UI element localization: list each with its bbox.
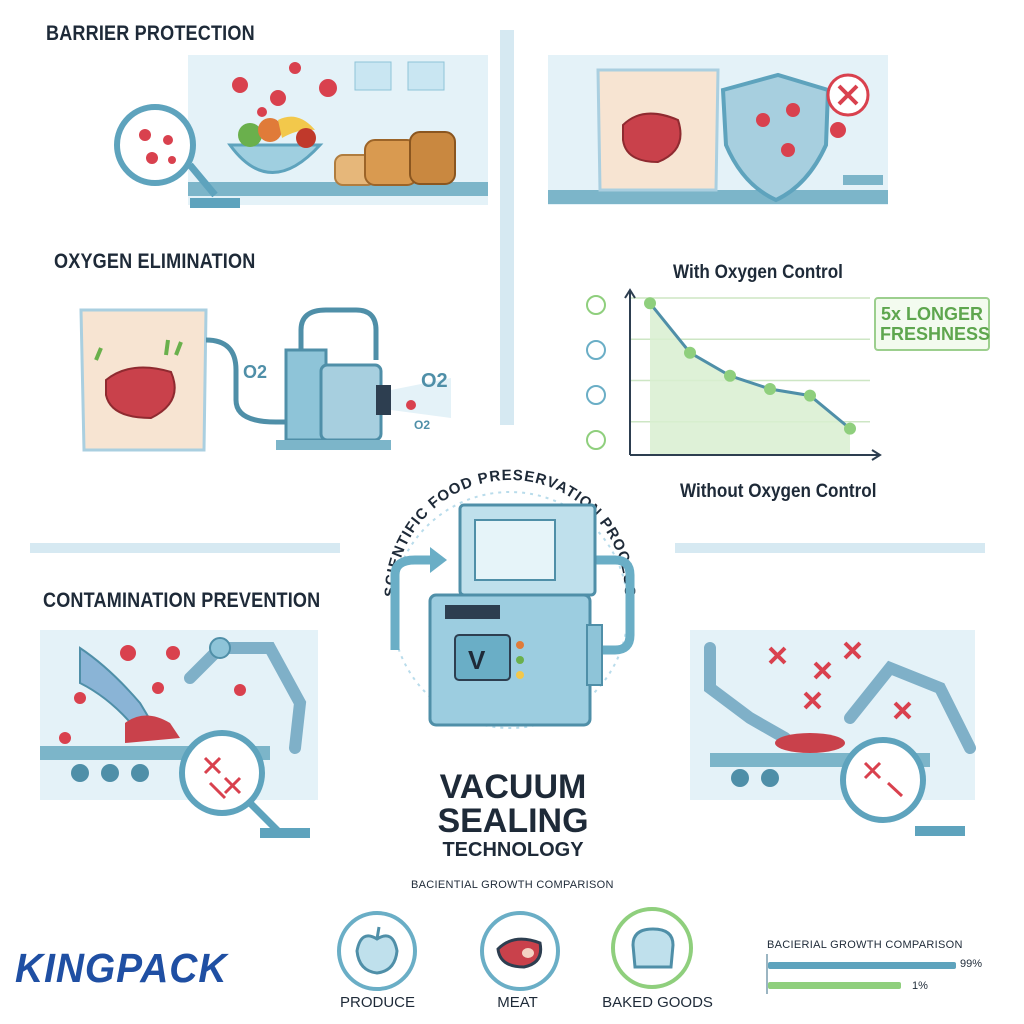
meat-label: MEAT (497, 994, 538, 1011)
title-line-1: VACUUM (439, 768, 587, 806)
data-point (764, 383, 776, 395)
clean-line-illustration (690, 630, 976, 836)
produce-label: PRODUCE (339, 994, 415, 1011)
growth-bar-low-value: 1% (912, 980, 928, 992)
freshness-badge: 5x LONGER FRESHNESS (874, 297, 990, 351)
machine-logo: V (468, 645, 486, 675)
vacuum-pump-illustration (79, 307, 451, 452)
data-point (644, 297, 656, 310)
badge-line-2: FRESHNESS (880, 324, 991, 344)
series-line (648, 302, 851, 430)
apple-icon (355, 926, 399, 975)
data-point (684, 346, 696, 359)
growth-bar-high (768, 962, 957, 969)
area-fill (650, 303, 850, 455)
axis-food-icon (586, 430, 606, 450)
steak-icon (496, 937, 543, 969)
growth-bar-axis (766, 954, 768, 994)
o2-label-small: O2 (414, 418, 431, 432)
meat-circle (480, 911, 560, 991)
contaminated-line-illustration (40, 630, 318, 838)
growth-bars-title: BACIERIAL GROWTH COMPARISON (767, 939, 963, 951)
data-point (804, 389, 816, 402)
axis-food-icon (586, 295, 606, 315)
title-line-2: SEALING (437, 802, 589, 840)
o2-label-right: O2 (421, 370, 448, 392)
chart-xlabel: Without Oxygen Control (680, 481, 877, 502)
growth-bar-low (768, 982, 901, 989)
data-point (724, 369, 736, 382)
chart-title: With Oxygen Control (673, 262, 843, 283)
baked-goods-label: BAKED GOODS (602, 994, 713, 1011)
horizontal-divider-right (675, 543, 985, 553)
axis-food-icon (586, 340, 606, 360)
barrier-protection-title: BARRIER PROTECTION (46, 22, 255, 45)
axis-food-icon (586, 385, 606, 405)
shield-bag-illustration (548, 55, 888, 205)
vertical-divider (500, 30, 514, 425)
barrier-illustration (114, 55, 488, 208)
center-process-circle: SCIENTIFIC FOOD PRESERVATION PROCESS (382, 467, 637, 729)
baked-goods-circle (611, 907, 693, 989)
produce-circle (337, 911, 417, 991)
y-axis-arrow (624, 288, 636, 299)
brand-logo: KINGPACK (15, 945, 228, 991)
data-point (844, 422, 856, 435)
bread-icon (631, 927, 675, 969)
title-line-3: TECHNOLOGY (442, 839, 584, 861)
x-axis-arrow (871, 449, 882, 461)
o2-label-left: O2 (243, 362, 268, 382)
center-title: VACUUM SEALING TECHNOLOGY (413, 770, 613, 862)
comparison-title: BACIENTIAL GROWTH COMPARISON (411, 879, 614, 891)
growth-bar-high-value: 99% (960, 958, 983, 970)
badge-line-1: 5x LONGER (880, 304, 984, 324)
contamination-prevention-title: CONTAMINATION PREVENTION (43, 589, 321, 612)
oxygen-elimination-title: OXYGEN ELIMINATION (54, 250, 256, 273)
horizontal-divider-left (30, 543, 340, 553)
freshness-line-chart (586, 288, 882, 461)
